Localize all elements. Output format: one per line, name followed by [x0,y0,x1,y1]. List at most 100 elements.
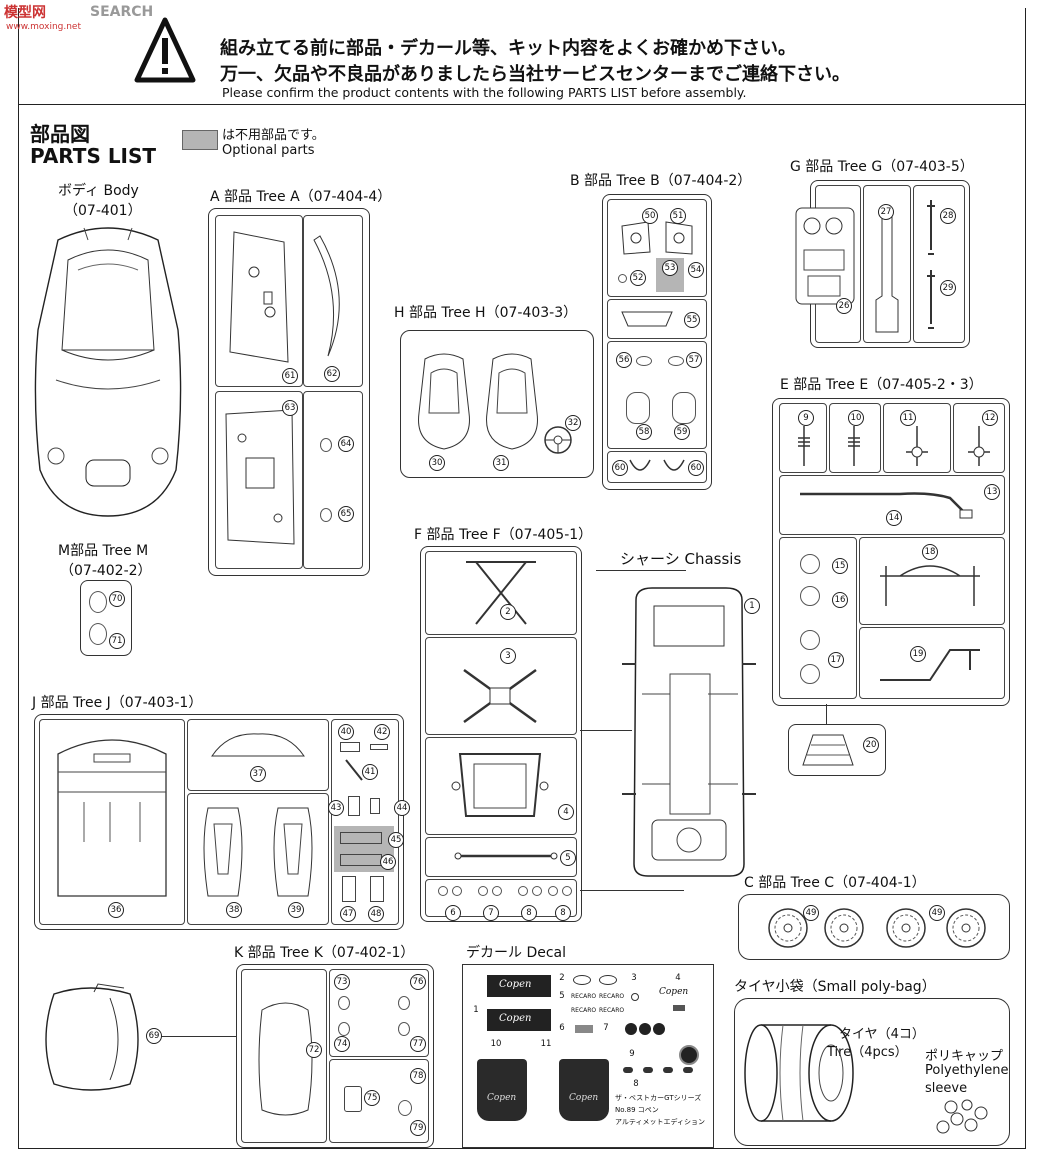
part-number: 55 [684,312,700,328]
part-number: 72 [306,1042,322,1058]
header-divider [18,104,1026,105]
part-number: 70 [109,591,125,607]
tree-k-label: K 部品 Tree K（07-402-1） [234,945,415,961]
tree-f: 2 3 4 5 6 7 8 8 [420,546,582,922]
part-number: 11 [539,1037,553,1051]
chassis-connector [580,730,632,731]
tree-h: 30 31 32 [400,330,594,478]
part-number: 41 [362,764,378,780]
tree-m-label: M部品 Tree M [58,543,149,559]
tree-k-leader [150,1036,240,1037]
part-number: 11 [900,410,916,426]
chassis-connector-bottom [580,890,684,891]
part-number: 7 [483,905,499,921]
decal-copen-1: Copen [499,979,532,990]
part-number: 40 [338,724,354,740]
part-number: 12 [982,410,998,426]
part-number: 57 [686,352,702,368]
part-number: 2 [500,604,516,620]
part-number: 9 [798,410,814,426]
part-number: 5 [555,989,569,1003]
decal-copen-mat-1: Copen [487,1093,517,1103]
part-number: 77 [410,1036,426,1052]
chassis-drawing [622,587,756,877]
part-number: 60 [688,460,704,476]
poly-bag: タイヤ（4コ） Tire（4pcs） ポリキャップ Polyethylene s… [734,998,1010,1146]
part-number: 8 [629,1077,643,1091]
part-number: 5 [560,850,576,866]
part-number: 71 [109,633,125,649]
part-number: 49 [929,905,945,921]
part-number: 48 [368,906,384,922]
part-number: 64 [338,436,354,452]
legend-en: Optional parts [222,143,315,158]
decal-recaro-4: RECARO [599,1007,625,1014]
part-number: 62 [324,366,340,382]
watermark-url: www.moxing.net [6,22,81,32]
tree-a: 61 62 63 64 65 [208,208,370,576]
tire-en: Tire（4pcs） [827,1045,908,1060]
polycap-drawing [936,1099,988,1134]
decal-recaro-1: RECARO [571,993,597,1000]
tree-e-label: E 部品 Tree E（07-405-2・3） [780,377,983,393]
part-number: 44 [394,800,410,816]
tree-e: 9 10 11 12 13 14 15 16 17 18 19 [772,398,1010,706]
decal-sheet: 1 Copen Copen 2 3 4 Copen 5 RECARO RECAR… [462,964,714,1148]
part-number: 60 [612,460,628,476]
part-number: 8 [521,905,537,921]
tree-b-label: B 部品 Tree B（07-404-2） [570,173,752,189]
part-number: 16 [832,592,848,608]
part-number: 38 [226,902,242,918]
part-number: 29 [940,280,956,296]
part-number: 52 [630,270,646,286]
tree-g: 26 27 28 29 [795,180,970,348]
part-number: 1 [744,598,760,614]
part-number: 76 [410,974,426,990]
part-number: 3 [500,648,516,664]
part-number: 56 [616,352,632,368]
tree-a-label: A 部品 Tree A（07-404-4） [210,189,392,205]
body-code: （07-401） [64,203,142,219]
part-number: 36 [108,902,124,918]
part-number: 78 [410,1068,426,1084]
tree-f-label: F 部品 Tree F（07-405-1） [414,527,593,543]
chassis-leader [596,570,686,571]
part-number: 37 [250,766,266,782]
tree-j-label: J 部品 Tree J（07-403-1） [32,695,203,711]
part-number: 3 [627,971,641,985]
decal-note-3: アルティメットエディション [615,1118,706,1126]
tree-m-code: （07-402-2） [60,563,152,579]
decal-copen-script: Copen [659,987,689,997]
part-number: 54 [688,262,704,278]
part-number: 46 [380,854,396,870]
part-number: 73 [334,974,350,990]
part-number: 9 [625,1047,639,1061]
tree-c-label: C 部品 Tree C（07-404-1） [744,875,926,891]
tree-m: 70 71 [80,580,132,656]
part-number: 8 [555,905,571,921]
decal-label: デカール Decal [466,945,567,961]
header-line-2: 万一、欠品や不良品がありましたら当社サービスセンターまでご連絡下さい。 [220,64,850,85]
part-number: 43 [328,800,344,816]
part-number: 69 [146,1028,162,1044]
part-number: 32 [565,415,581,431]
part-number: 20 [863,737,879,753]
tree-k: 72 73 76 74 77 75 78 79 [236,964,434,1148]
decal-note-2: No.89 コペン [615,1106,659,1114]
part-number: 30 [429,455,445,471]
part-number: 10 [848,410,864,426]
poly-bag-label: タイヤ小袋（Small poly-bag） [734,979,936,995]
watermark-logo: 模型网 [4,5,46,21]
part-number: 79 [410,1120,426,1136]
decal-recaro-2: RECARO [599,993,625,1000]
optional-swatch [182,130,218,150]
part-number: 65 [338,506,354,522]
part-number: 7 [599,1021,613,1035]
part-number: 4 [558,804,574,820]
part-number: 15 [832,558,848,574]
page-frame [18,8,1026,1149]
part-number: 2 [555,971,569,985]
tree-c: 49 49 [738,894,1010,960]
header-line-1: 組み立てる前に部品・デカール等、キット内容をよくお確かめ下さい。 [220,38,796,59]
part-number: 1 [469,1003,483,1017]
